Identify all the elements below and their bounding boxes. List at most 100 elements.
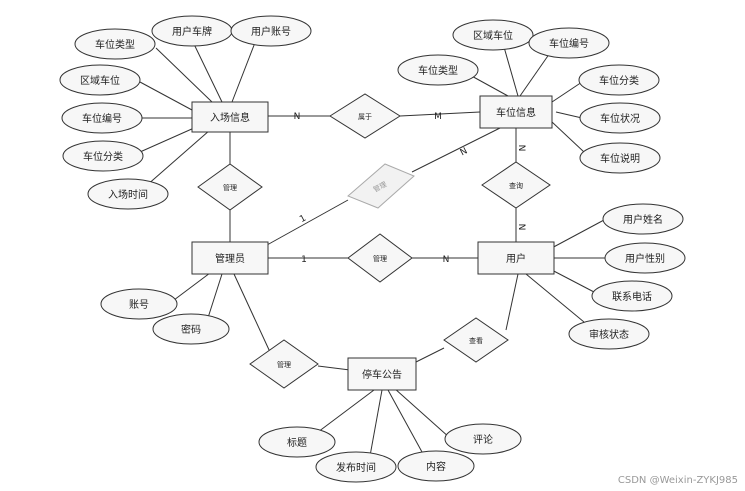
- relationship-manage-user: 管理: [347, 233, 413, 283]
- attr-space-desc: 车位说明: [579, 142, 661, 174]
- line-admin-manage-notice: [233, 273, 271, 353]
- relationship-label: 管理: [373, 254, 387, 263]
- attr-entry-plate: 用户车牌: [151, 15, 233, 47]
- attr-entry-number: 车位编号: [61, 102, 143, 134]
- entity-label: 用户: [506, 252, 526, 265]
- svg-text:车位类型: 车位类型: [95, 38, 135, 51]
- line-admin-attr-account: [173, 269, 215, 301]
- attr-admin-account: 账号: [100, 288, 178, 320]
- line-user-view: [505, 273, 519, 331]
- relationship-manage-entry: 管理: [197, 163, 263, 211]
- attr-admin-password: 密码: [152, 313, 230, 345]
- entity-label: 入场信息: [210, 111, 250, 124]
- relationship-label: 查询: [509, 181, 523, 190]
- line-notice-attr-time: [369, 389, 383, 457]
- line-view-notice: [411, 347, 445, 365]
- line-belongs-space: [399, 111, 481, 117]
- relationship-query: 查询: [481, 161, 551, 209]
- line-entry-attr-time: [145, 129, 211, 187]
- svg-text:发布时间: 发布时间: [336, 461, 376, 474]
- svg-text:密码: 密码: [181, 323, 201, 336]
- connector-lines: [139, 39, 606, 457]
- attr-notice-publish-time: 发布时间: [315, 451, 397, 483]
- card-entry-belongs: N: [294, 112, 301, 122]
- line-entry-attr-type: [155, 47, 213, 103]
- entity-label: 管理员: [215, 252, 245, 265]
- card-admin-manage-user: 1: [301, 255, 307, 265]
- attr-space-type: 车位类型: [397, 54, 479, 86]
- svg-text:联系电话: 联系电话: [612, 290, 652, 303]
- attr-notice-title: 标题: [258, 426, 336, 458]
- attr-notice-comment: 评论: [444, 423, 522, 455]
- entity-space-info: 车位信息: [479, 95, 553, 129]
- attr-entry-account: 用户账号: [230, 15, 312, 47]
- svg-text:车位分类: 车位分类: [599, 74, 639, 87]
- svg-text:评论: 评论: [473, 433, 493, 446]
- card-space-query: N: [516, 145, 526, 152]
- relationship-label: 属于: [358, 113, 372, 121]
- entity-admin: 管理员: [191, 241, 269, 275]
- attr-entry-area: 区域车位: [59, 64, 141, 96]
- attr-user-gender: 用户性别: [604, 242, 686, 274]
- svg-text:车位编号: 车位编号: [549, 37, 589, 50]
- attr-user-audit-status: 审核状态: [568, 318, 650, 350]
- attr-notice-content: 内容: [397, 450, 475, 482]
- card-user-query: N: [516, 224, 526, 231]
- card-admin-manage-space: 1: [298, 213, 308, 225]
- line-space-attr-type: [467, 73, 509, 97]
- line-admin-manage-space: [257, 199, 349, 251]
- entity-notice: 停车公告: [347, 357, 417, 391]
- attr-user-name: 用户姓名: [602, 203, 684, 235]
- svg-text:区域车位: 区域车位: [473, 29, 513, 42]
- relationship-label: 管理: [277, 360, 291, 369]
- svg-text:区域车位: 区域车位: [80, 74, 120, 87]
- line-manage-notice: [317, 365, 351, 371]
- line-user-attr-status: [525, 273, 585, 323]
- attr-space-number: 车位编号: [528, 27, 610, 59]
- attr-user-phone: 联系电话: [591, 280, 673, 312]
- line-entry-attr-area: [139, 81, 193, 111]
- line-entry-attr-category: [139, 127, 195, 153]
- entity-label: 停车公告: [362, 368, 402, 381]
- attr-entry-category: 车位分类: [62, 140, 144, 172]
- line-entry-attr-plate: [191, 39, 223, 103]
- line-manage-space: [411, 127, 501, 173]
- svg-text:车位说明: 车位说明: [600, 152, 640, 165]
- watermark-text: CSDN @Weixin-ZYKJ985: [618, 475, 738, 486]
- svg-text:账号: 账号: [129, 299, 149, 311]
- svg-text:用户车牌: 用户车牌: [172, 25, 212, 38]
- line-notice-attr-title: [317, 389, 375, 433]
- line-notice-attr-comment: [393, 387, 451, 439]
- svg-text:车位状况: 车位状况: [600, 112, 640, 125]
- line-notice-attr-content: [387, 389, 423, 453]
- attr-entry-time: 入场时间: [87, 178, 169, 210]
- line-user-attr-name: [547, 219, 605, 251]
- line-space-attr-desc: [551, 121, 585, 153]
- attr-entry-space-type: 车位类型: [74, 28, 156, 60]
- svg-text:用户性别: 用户性别: [625, 252, 665, 265]
- relationship-view: 查看: [443, 317, 509, 363]
- svg-text:用户姓名: 用户姓名: [623, 213, 663, 226]
- svg-text:车位类型: 车位类型: [418, 64, 458, 77]
- cardinality-labels: N M N 1 N N 1 N: [294, 112, 526, 265]
- svg-text:车位分类: 车位分类: [83, 150, 123, 163]
- entity-entry-info: 入场信息: [191, 101, 269, 133]
- line-space-attr-category: [551, 81, 583, 103]
- entity-label: 车位信息: [496, 106, 536, 119]
- relationship-belongs: 属于: [329, 93, 401, 139]
- svg-text:入场时间: 入场时间: [108, 188, 148, 201]
- line-space-attr-status: [555, 111, 583, 119]
- card-space-belongs: M: [434, 112, 442, 122]
- svg-text:标题: 标题: [287, 437, 307, 449]
- relationship-label: 管理: [223, 183, 237, 192]
- line-user-attr-phone: [547, 267, 595, 293]
- card-user-manage: N: [443, 255, 450, 265]
- card-space-manage: N: [459, 146, 470, 158]
- svg-text:用户账号: 用户账号: [251, 25, 291, 38]
- attr-space-status: 车位状况: [579, 102, 661, 134]
- relationship-label: 查看: [469, 336, 483, 345]
- attr-space-category: 车位分类: [578, 64, 660, 96]
- relationship-manage-space: 管理: [347, 163, 415, 209]
- svg-text:车位编号: 车位编号: [82, 112, 122, 125]
